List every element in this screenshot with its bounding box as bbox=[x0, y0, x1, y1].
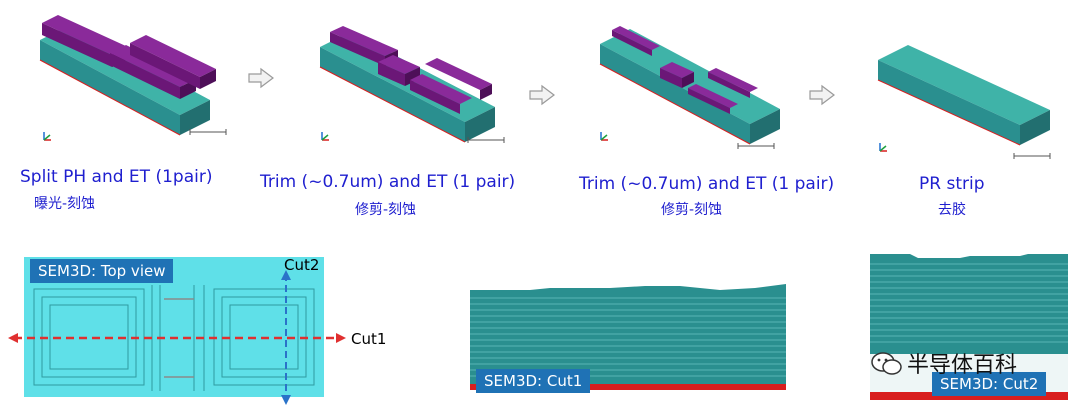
process-arrow-icon bbox=[248, 67, 274, 89]
axis-triad-icon bbox=[879, 143, 887, 152]
process-arrow-icon bbox=[809, 84, 835, 106]
top-view-label: SEM3D: Top view bbox=[30, 259, 174, 283]
cut2-image bbox=[870, 254, 1068, 400]
axis-triad-icon bbox=[43, 132, 51, 141]
watermark-text: 半导体百科 bbox=[907, 353, 1018, 378]
scale-bar-icon bbox=[467, 137, 505, 143]
step3-model bbox=[599, 26, 780, 145]
step4-subtitle: 去胶 bbox=[938, 202, 966, 218]
scale-bar-icon bbox=[1013, 153, 1051, 159]
cut2-panel-label: SEM3D: Cut2 bbox=[932, 372, 1047, 396]
step4-model bbox=[877, 45, 1050, 146]
step1-title: Split PH and ET (1pair) bbox=[20, 167, 213, 187]
scale-bar-icon bbox=[737, 143, 775, 149]
cut1-image bbox=[470, 284, 786, 390]
cut1-panel-label: SEM3D: Cut1 bbox=[476, 369, 591, 393]
axis-triad-icon bbox=[600, 132, 608, 141]
scale-bar-icon bbox=[189, 129, 227, 135]
step3-subtitle: 修剪-刻蚀 bbox=[661, 202, 723, 218]
step3-title: Trim (~0.7um) and ET (1 pair) bbox=[579, 174, 835, 194]
wechat-icon bbox=[871, 352, 902, 375]
step2-subtitle: 修剪-刻蚀 bbox=[355, 202, 417, 218]
step2-model bbox=[319, 26, 495, 143]
axis-triad-icon bbox=[321, 132, 329, 141]
cut-lines bbox=[8, 270, 346, 405]
step1-subtitle: 曝光-刻蚀 bbox=[34, 196, 96, 212]
step1-model bbox=[39, 15, 216, 136]
process-arrow-icon bbox=[529, 84, 555, 106]
step4-title: PR strip bbox=[919, 174, 985, 194]
cut2-marker: Cut2 bbox=[284, 256, 320, 274]
step2-title: Trim (~0.7um) and ET (1 pair) bbox=[260, 172, 516, 192]
cut1-marker: Cut1 bbox=[351, 330, 387, 348]
